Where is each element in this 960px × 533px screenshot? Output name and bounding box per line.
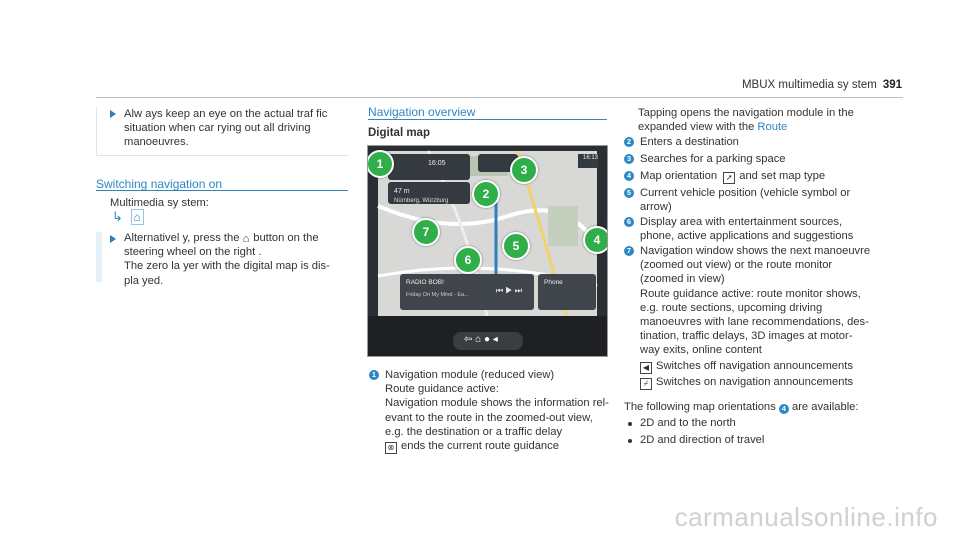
- phone-label: Phone: [544, 279, 563, 286]
- speaker-on-icon: ◀: [640, 361, 652, 374]
- compass-icon: ➚: [723, 172, 736, 184]
- bullet-item-2: 2D and direction of travel: [640, 434, 765, 446]
- item-number-7: 7: [624, 246, 634, 256]
- callout-4: 4: [583, 226, 607, 254]
- digital-map-screenshot: 16:05 47 m Nürnberg, Würzburg 16:13 RADI…: [367, 145, 608, 357]
- warning-note-box: [96, 107, 349, 156]
- watermark: carmanualsonline.info: [674, 502, 938, 532]
- bullet-dot: [628, 422, 632, 426]
- item-number-2: 2: [624, 137, 634, 147]
- page-number: 391: [882, 79, 902, 91]
- section-title-switching: Switching navigation on: [96, 177, 223, 191]
- callout-6: 6: [454, 246, 482, 274]
- item-number-1: 1: [369, 370, 379, 380]
- item-number-6: 6: [624, 217, 634, 227]
- orientation-intro: The following map orientations 4 are ava…: [624, 401, 859, 414]
- item-3-text: Searches for a parking space: [640, 153, 786, 165]
- step-arrow-icon: [110, 235, 116, 243]
- route-link[interactable]: Route: [757, 121, 788, 134]
- cancel-route-icon: ⊗: [385, 442, 397, 455]
- subsection-title-digital-map: Digital map: [368, 127, 430, 139]
- step-bar: [96, 232, 102, 282]
- callout-5: 5: [502, 232, 530, 260]
- item-number-3: 3: [624, 154, 634, 164]
- callout-3: 3: [510, 156, 538, 184]
- radio-track: Friday On My Mind - Ea...: [406, 292, 469, 298]
- item-7-text: Navigation window shows the next manoeuv…: [640, 245, 871, 390]
- item-5-text: Current vehicle position (vehicle symbol…: [640, 187, 851, 214]
- bullet-dot: [628, 439, 632, 443]
- right-intro: Tapping opens the navigation module in t…: [638, 107, 854, 134]
- chapter-title: MBUX multimedia sy stem: [741, 79, 877, 91]
- section-rule: [96, 190, 348, 191]
- nav-distance: 47 m: [394, 188, 410, 195]
- callout-1: 1: [368, 150, 394, 178]
- media-controls: ⏮ ▶ ⏭: [496, 286, 522, 295]
- item-number-4: 4: [624, 171, 634, 181]
- nav-time: 16:05: [428, 160, 446, 167]
- item-2-text: Enters a destination: [640, 136, 739, 148]
- bullet-item-1: 2D and to the north: [640, 417, 736, 429]
- nav-street: Nürnberg, Würzburg: [394, 198, 449, 204]
- menu-path-label: Multimedia sy stem:: [110, 197, 209, 209]
- warning-note: Alw ays keep an eye on the actual traf f…: [124, 108, 328, 149]
- note-arrow-icon: [110, 110, 116, 118]
- step-text: Alternativel y, press the ⌂button on the…: [124, 232, 330, 287]
- orient-ref-number: 4: [778, 404, 789, 414]
- item-number-5: 5: [624, 188, 634, 198]
- status-time: 16:13: [583, 155, 599, 161]
- item-4-text: Map orientation ➚and set map type: [640, 170, 826, 184]
- callout-7: 7: [412, 218, 440, 246]
- path-arrow-icon: ↳: [112, 209, 123, 224]
- section-title-navigation-overview: Navigation overview: [368, 105, 476, 119]
- running-header: MBUX multimedia sy stem 391: [742, 79, 902, 91]
- item-6-text: Display area with entertainment sources,…: [640, 216, 854, 243]
- item-1-text: Navigation module (reduced view) Route g…: [385, 369, 609, 455]
- home-icon: ⌂: [130, 209, 144, 225]
- radio-title: RADIO BOB!: [406, 279, 444, 286]
- speaker-off-icon: ⌿: [640, 377, 652, 390]
- menu-path: ↳ ⌂: [112, 209, 144, 225]
- section-rule: [368, 119, 607, 120]
- home-button-icon: ⌂: [242, 233, 250, 245]
- header-rule: [96, 97, 903, 98]
- bottom-bar-icons: ⇦ ⌂ ● ◂: [464, 334, 498, 345]
- map-illustration: [368, 150, 607, 356]
- callout-2: 2: [472, 180, 500, 208]
